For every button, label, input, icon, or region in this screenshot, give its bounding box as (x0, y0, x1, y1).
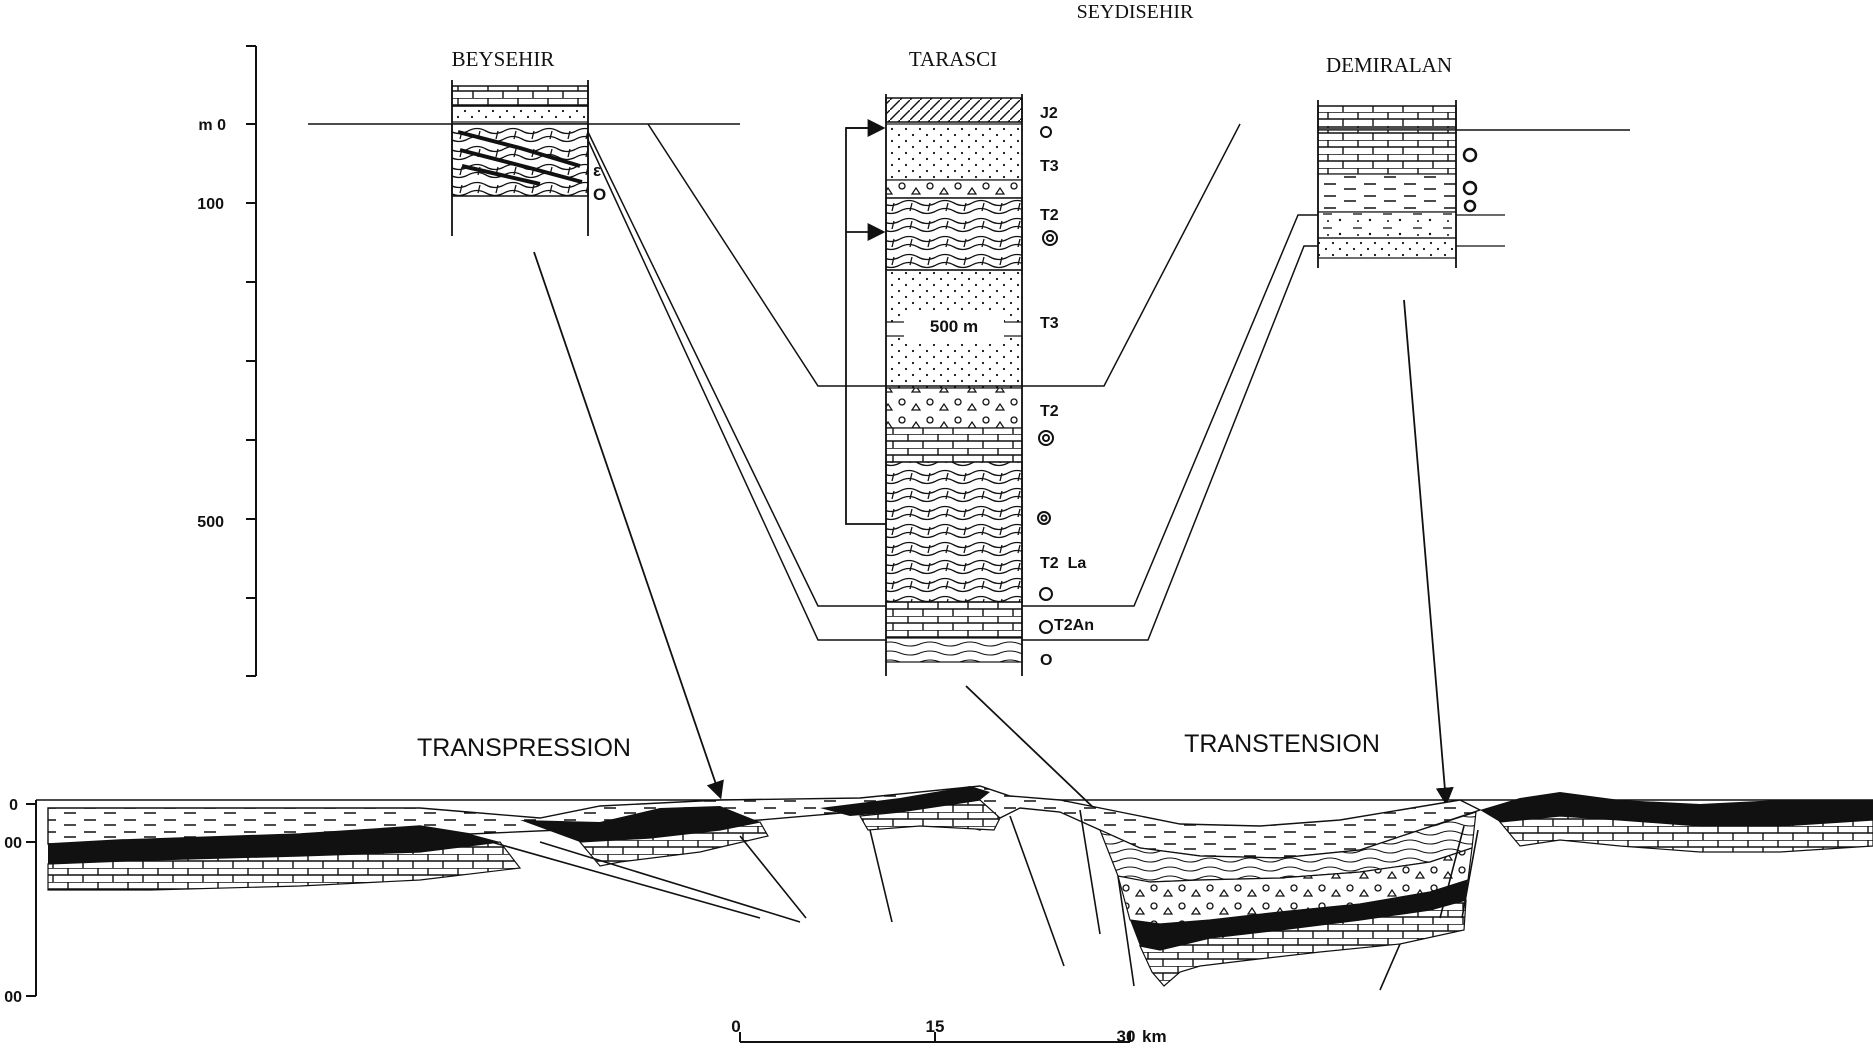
section-depth-axis (26, 800, 37, 997)
column-beysehir (451, 80, 589, 236)
scale-bar (739, 1032, 1131, 1043)
transpression-label: TRANSPRESSION (417, 734, 631, 762)
column-title-demiralan: DEMIRALAN (1326, 53, 1452, 77)
ammonite-icon-group (1037, 126, 1058, 634)
tarasci-unit-t3-upper: T3 (1040, 158, 1059, 175)
tarasci-unit-t2-upper: T2 (1040, 207, 1059, 224)
tarasci-unit-t2-la: T2 La (1040, 555, 1086, 572)
column-title-tarasci: TARASCI (909, 47, 997, 71)
tarasci-thickness: 500 m (930, 317, 978, 336)
column-tarasci (845, 94, 1023, 676)
beysehir-unit-cambrian: ε (593, 161, 601, 180)
tarasci-unit-t2-lower: T2 (1040, 403, 1059, 420)
cross-section (47, 785, 1873, 991)
scale-tick-30: 30 (1117, 1027, 1136, 1046)
section-depth-tick-1: 00 (4, 835, 22, 852)
region-label: SEYDISEHIR (1077, 1, 1194, 23)
tarasci-unit-j2: J2 (1040, 105, 1058, 122)
beysehir-unit-ordovician: O (593, 185, 606, 204)
depth-tick-100: 100 (197, 196, 224, 213)
column-demiralan (1317, 100, 1505, 268)
tarasci-unit-o: O (1040, 652, 1052, 669)
scale-tick-15: 15 (926, 1017, 945, 1036)
depth-scale (246, 45, 257, 677)
section-depth-tick-0: 0 (9, 797, 18, 814)
transtension-label: TRANSTENSION (1184, 730, 1380, 758)
scale-tick-0: 0 (731, 1017, 740, 1036)
tarasci-unit-t2an: T2An (1054, 617, 1094, 634)
scale-unit: km (1142, 1027, 1167, 1046)
section-depth-tick-2: 00 (4, 989, 22, 1006)
tarasci-unit-t3-middle: T3 (1040, 315, 1059, 332)
pointer-arrows (533, 251, 1454, 813)
depth-tick-500: 500 (197, 514, 224, 531)
correlation-lines (587, 123, 1318, 641)
depth-tick-0: m 0 (198, 117, 226, 134)
column-title-beysehir: BEYSEHIR (452, 47, 555, 71)
